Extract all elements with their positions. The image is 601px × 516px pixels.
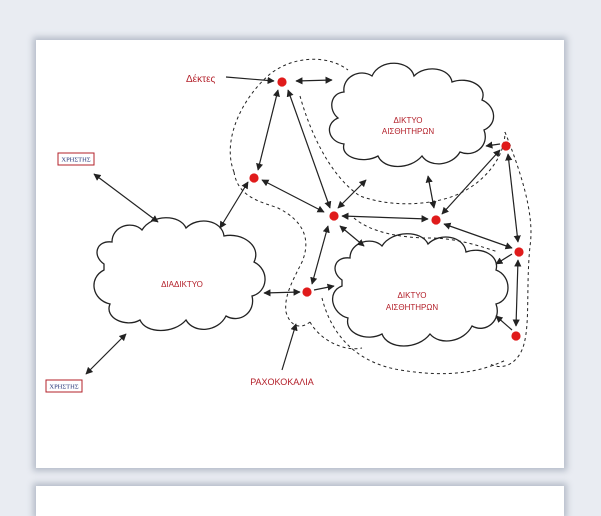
label-receivers: Δέκτες xyxy=(186,73,216,85)
label-user-bottom: ΧΡΗΣΤΗΣ xyxy=(49,384,78,391)
label-internet: ΔΙΑΔΙΚΤΥΟ xyxy=(161,280,203,289)
node-bottom-right xyxy=(511,331,521,341)
label-sensor-network-top-1: ΔΙΚΤΥΟ xyxy=(394,116,423,125)
node-top xyxy=(277,77,287,87)
node-left xyxy=(249,173,259,183)
node-backbone xyxy=(302,287,312,297)
links xyxy=(85,76,522,375)
label-backbone: ΡΑΧΟΚΟΚΑΛΙΑ xyxy=(250,377,314,387)
receiver-nodes xyxy=(249,77,524,341)
cloud-sensor-network-bottom xyxy=(332,233,509,347)
label-sensor-network-bottom-1: ΔΙΚΤΥΟ xyxy=(398,291,427,300)
label-sensor-network-bottom-2: ΑΙΣΘΗΤΗΡΩΝ xyxy=(386,303,438,312)
node-right xyxy=(514,247,524,257)
user-box-bottom: ΧΡΗΣΤΗΣ xyxy=(45,379,83,393)
node-right-mid xyxy=(431,215,441,225)
node-top-right xyxy=(501,141,511,151)
label-sensor-network-top-2: ΑΙΣΘΗΤΗΡΩΝ xyxy=(382,127,434,136)
label-user-top: ΧΡΗΣΤΗΣ xyxy=(61,157,90,164)
user-box-top: ΧΡΗΣΤΗΣ xyxy=(57,152,95,166)
cloud-sensor-network-top xyxy=(328,62,495,168)
network-diagram: Δέκτες ΔΙΚΤΥΟ ΑΙΣΘΗΤΗΡΩΝ ΔΙΑΔΙΚΤΥΟ ΔΙΚΤΥ… xyxy=(45,58,532,393)
node-center xyxy=(329,211,339,221)
cloud-internet xyxy=(93,217,266,332)
